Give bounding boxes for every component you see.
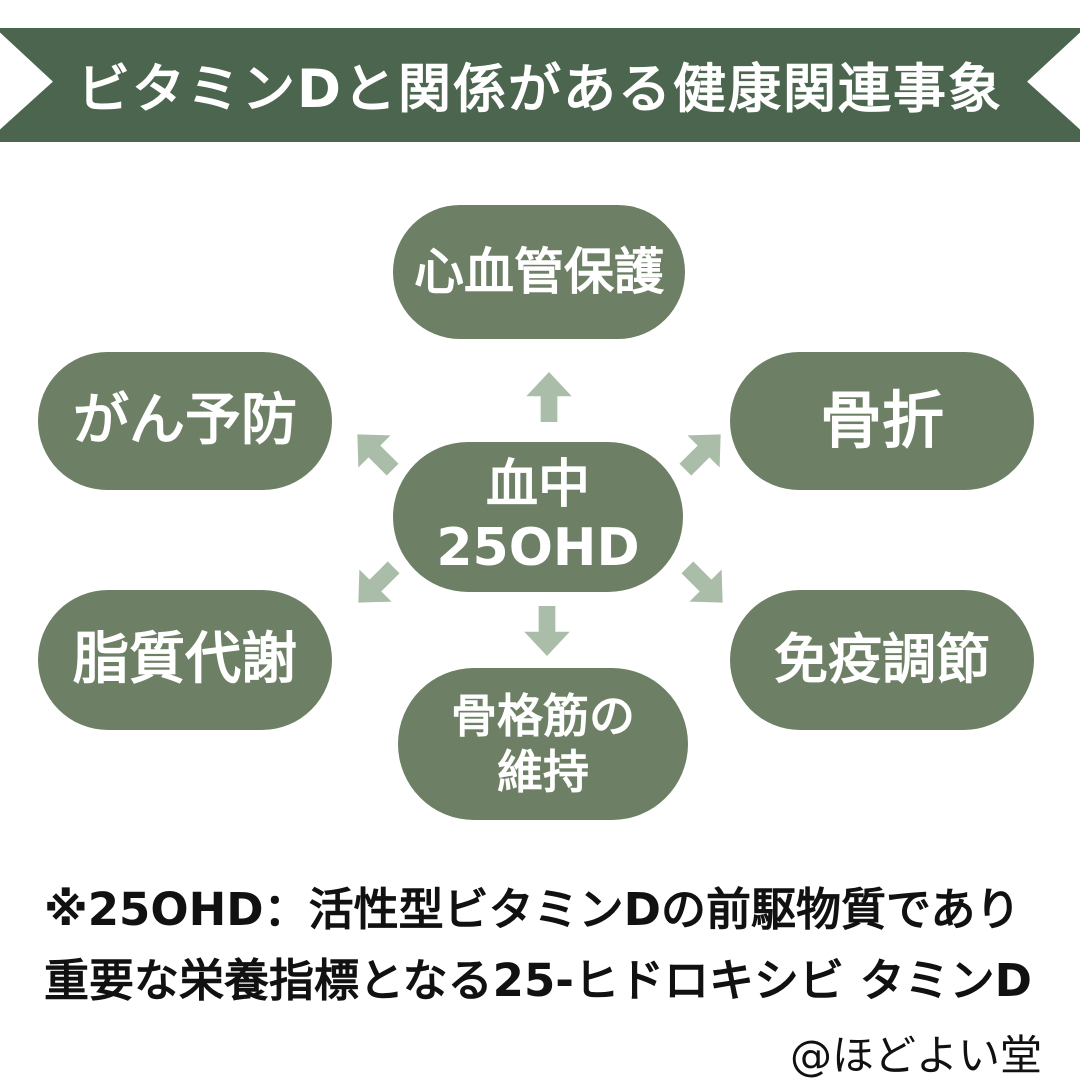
- node-label: がん予防: [73, 387, 297, 453]
- node-label-line1: 骨格筋の: [451, 688, 635, 743]
- arrow-up-icon: [526, 372, 572, 422]
- node-label: 免疫調節: [774, 628, 990, 692]
- node-cancer-prevention: がん予防: [38, 352, 332, 490]
- footnote: ※25OHD：活性型ビタミンDの前駆物質であり 重要な栄養指標となる25-ヒドロ…: [44, 874, 1032, 1016]
- title-ribbon: ビタミンDと関係がある健康関連事象: [0, 28, 1080, 142]
- page-title: ビタミンDと関係がある健康関連事象: [77, 59, 1003, 120]
- node-label: 脂質代謝: [73, 626, 297, 692]
- arrow-lower-left-icon: [342, 551, 410, 619]
- center-label-line1: 血中: [485, 454, 590, 515]
- node-skeletal-muscle-maintenance: 骨格筋の 維持: [398, 668, 688, 820]
- center-label-line2: 25OHD: [436, 518, 640, 578]
- arrow-down-icon: [524, 606, 570, 656]
- arrow-lower-right-icon: [671, 551, 739, 619]
- node-lipid-metabolism: 脂質代謝: [38, 590, 332, 730]
- author-credit: @ほどよい堂: [789, 1031, 1042, 1080]
- node-label: 骨折: [819, 384, 944, 458]
- footnote-line2: 重要な栄養指標となる25-ヒドロキシビ タミンD: [44, 954, 1032, 1008]
- node-bone-fracture: 骨折: [730, 352, 1034, 490]
- arrow-upper-left-icon: [341, 418, 409, 486]
- arrow-upper-right-icon: [669, 418, 737, 486]
- node-label-line2: 維持: [497, 745, 589, 799]
- node-cardiovascular-protection: 心血管保護: [393, 205, 685, 339]
- node-immune-regulation: 免疫調節: [730, 590, 1034, 730]
- node-blood-25ohd-center: 血中 25OHD: [393, 442, 683, 592]
- node-label: 心血管保護: [414, 242, 664, 301]
- footnote-line1: ※25OHD：活性型ビタミンDの前駆物質であり: [44, 883, 1021, 936]
